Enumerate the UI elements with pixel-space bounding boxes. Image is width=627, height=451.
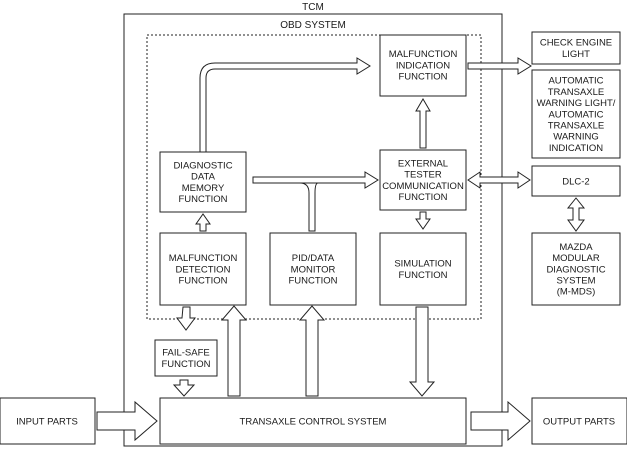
label-line: DIAGNOSTIC bbox=[173, 161, 232, 172]
label-line: DIAGNOSTIC bbox=[546, 264, 605, 275]
malfunction-detection-box bbox=[159, 232, 247, 306]
label-line: FUNCTION bbox=[161, 359, 210, 370]
label-line: DLC-2 bbox=[562, 176, 589, 187]
label-line: WARNING LIGHT/ bbox=[537, 98, 616, 109]
label-line: AUTOMATIC bbox=[548, 76, 603, 87]
label-line: MALFUNCTION bbox=[169, 253, 238, 264]
transaxle-control-label: TRANSAXLE CONTROL SYSTEM bbox=[240, 416, 387, 427]
label-line: FUNCTION bbox=[398, 192, 447, 203]
at-warning-box bbox=[531, 69, 621, 159]
pid-data-monitor-box bbox=[269, 232, 357, 306]
label-line: FAIL-SAFE bbox=[162, 348, 210, 359]
label-line: TRANSAXLE bbox=[548, 87, 605, 98]
control-to-detection-arrow bbox=[220, 305, 248, 397]
dlc2-mds-arrow bbox=[566, 197, 586, 232]
simulation-to-control-arrow bbox=[408, 306, 436, 397]
transaxle-control-box bbox=[159, 397, 467, 445]
control-to-output-arrow bbox=[470, 400, 531, 442]
label-line: MAZDA bbox=[559, 242, 593, 253]
label-line: TRANSAXLE CONTROL SYSTEM bbox=[240, 416, 387, 427]
label-line: FUNCTION bbox=[178, 276, 227, 287]
label-line: DETECTION bbox=[176, 264, 231, 275]
memory-to-tester-arrow bbox=[252, 171, 379, 189]
failsafe-to-control-arrow bbox=[172, 379, 196, 397]
label-line: INDICATION bbox=[396, 60, 450, 71]
tcm-frame bbox=[123, 13, 503, 447]
input-parts-label: INPUT PARTS bbox=[16, 416, 78, 427]
label-line: FUNCTION bbox=[398, 72, 447, 83]
label-line: PID/DATA bbox=[292, 253, 335, 264]
label-line: INDICATION bbox=[549, 143, 603, 154]
detection-to-failsafe-arrow bbox=[176, 306, 196, 331]
detection-to-memory-arrow bbox=[195, 213, 211, 232]
label-line: SIMULATION bbox=[394, 259, 451, 270]
label-line: MALFUNCTION bbox=[389, 49, 458, 60]
memory-to-indication-arrow bbox=[199, 57, 371, 153]
dlc2-label: DLC-2 bbox=[562, 176, 589, 187]
tester-to-simulation-arrow bbox=[415, 211, 431, 230]
label-line: SYSTEM bbox=[556, 276, 595, 287]
input-parts-box bbox=[0, 397, 96, 445]
label-line: OUTPUT PARTS bbox=[543, 416, 615, 427]
tcm-label: TCM bbox=[302, 2, 324, 13]
output-parts-label: OUTPUT PARTS bbox=[543, 416, 615, 427]
label-line: INPUT PARTS bbox=[16, 416, 78, 427]
obd-system-label: OBD SYSTEM bbox=[280, 20, 346, 31]
external-tester-box bbox=[379, 149, 467, 211]
dlc2-box bbox=[531, 165, 621, 197]
label-line: COMMUNICATION bbox=[382, 181, 464, 192]
label-line: FUNCTION bbox=[288, 276, 337, 287]
tester-to-indication-arrow bbox=[415, 98, 431, 149]
mazda-mds-box bbox=[531, 232, 621, 306]
label-line: WARNING bbox=[553, 132, 599, 143]
pid-branch-connector bbox=[299, 182, 319, 232]
output-parts-box bbox=[531, 397, 627, 445]
check-engine-light-box bbox=[531, 31, 621, 65]
malfunction-indication-box bbox=[379, 34, 467, 97]
control-to-pid-arrow bbox=[298, 305, 326, 397]
label-line: FUNCTION bbox=[398, 270, 447, 281]
label-line: MEMORY bbox=[182, 183, 225, 194]
label-line: (M-MDS) bbox=[557, 287, 596, 298]
label-line: MONITOR bbox=[291, 264, 336, 275]
label-line: TRANSAXLE bbox=[548, 121, 605, 132]
label-line: DATA bbox=[191, 172, 216, 183]
input-to-control-arrow bbox=[96, 400, 158, 442]
fail-safe-box bbox=[154, 339, 218, 377]
label-line: FUNCTION bbox=[178, 194, 227, 205]
label-line: CHECK ENGINE bbox=[540, 38, 612, 49]
label-line: LIGHT bbox=[562, 49, 590, 60]
label-line: TESTER bbox=[404, 170, 442, 181]
indication-to-lights-arrow bbox=[467, 57, 532, 75]
simulation-box bbox=[379, 232, 467, 306]
label-line: AUTOMATIC bbox=[548, 109, 603, 120]
label-line: EXTERNAL bbox=[398, 159, 448, 170]
label-line: MODULAR bbox=[552, 253, 600, 264]
tester-dlc2-arrow bbox=[467, 171, 531, 189]
